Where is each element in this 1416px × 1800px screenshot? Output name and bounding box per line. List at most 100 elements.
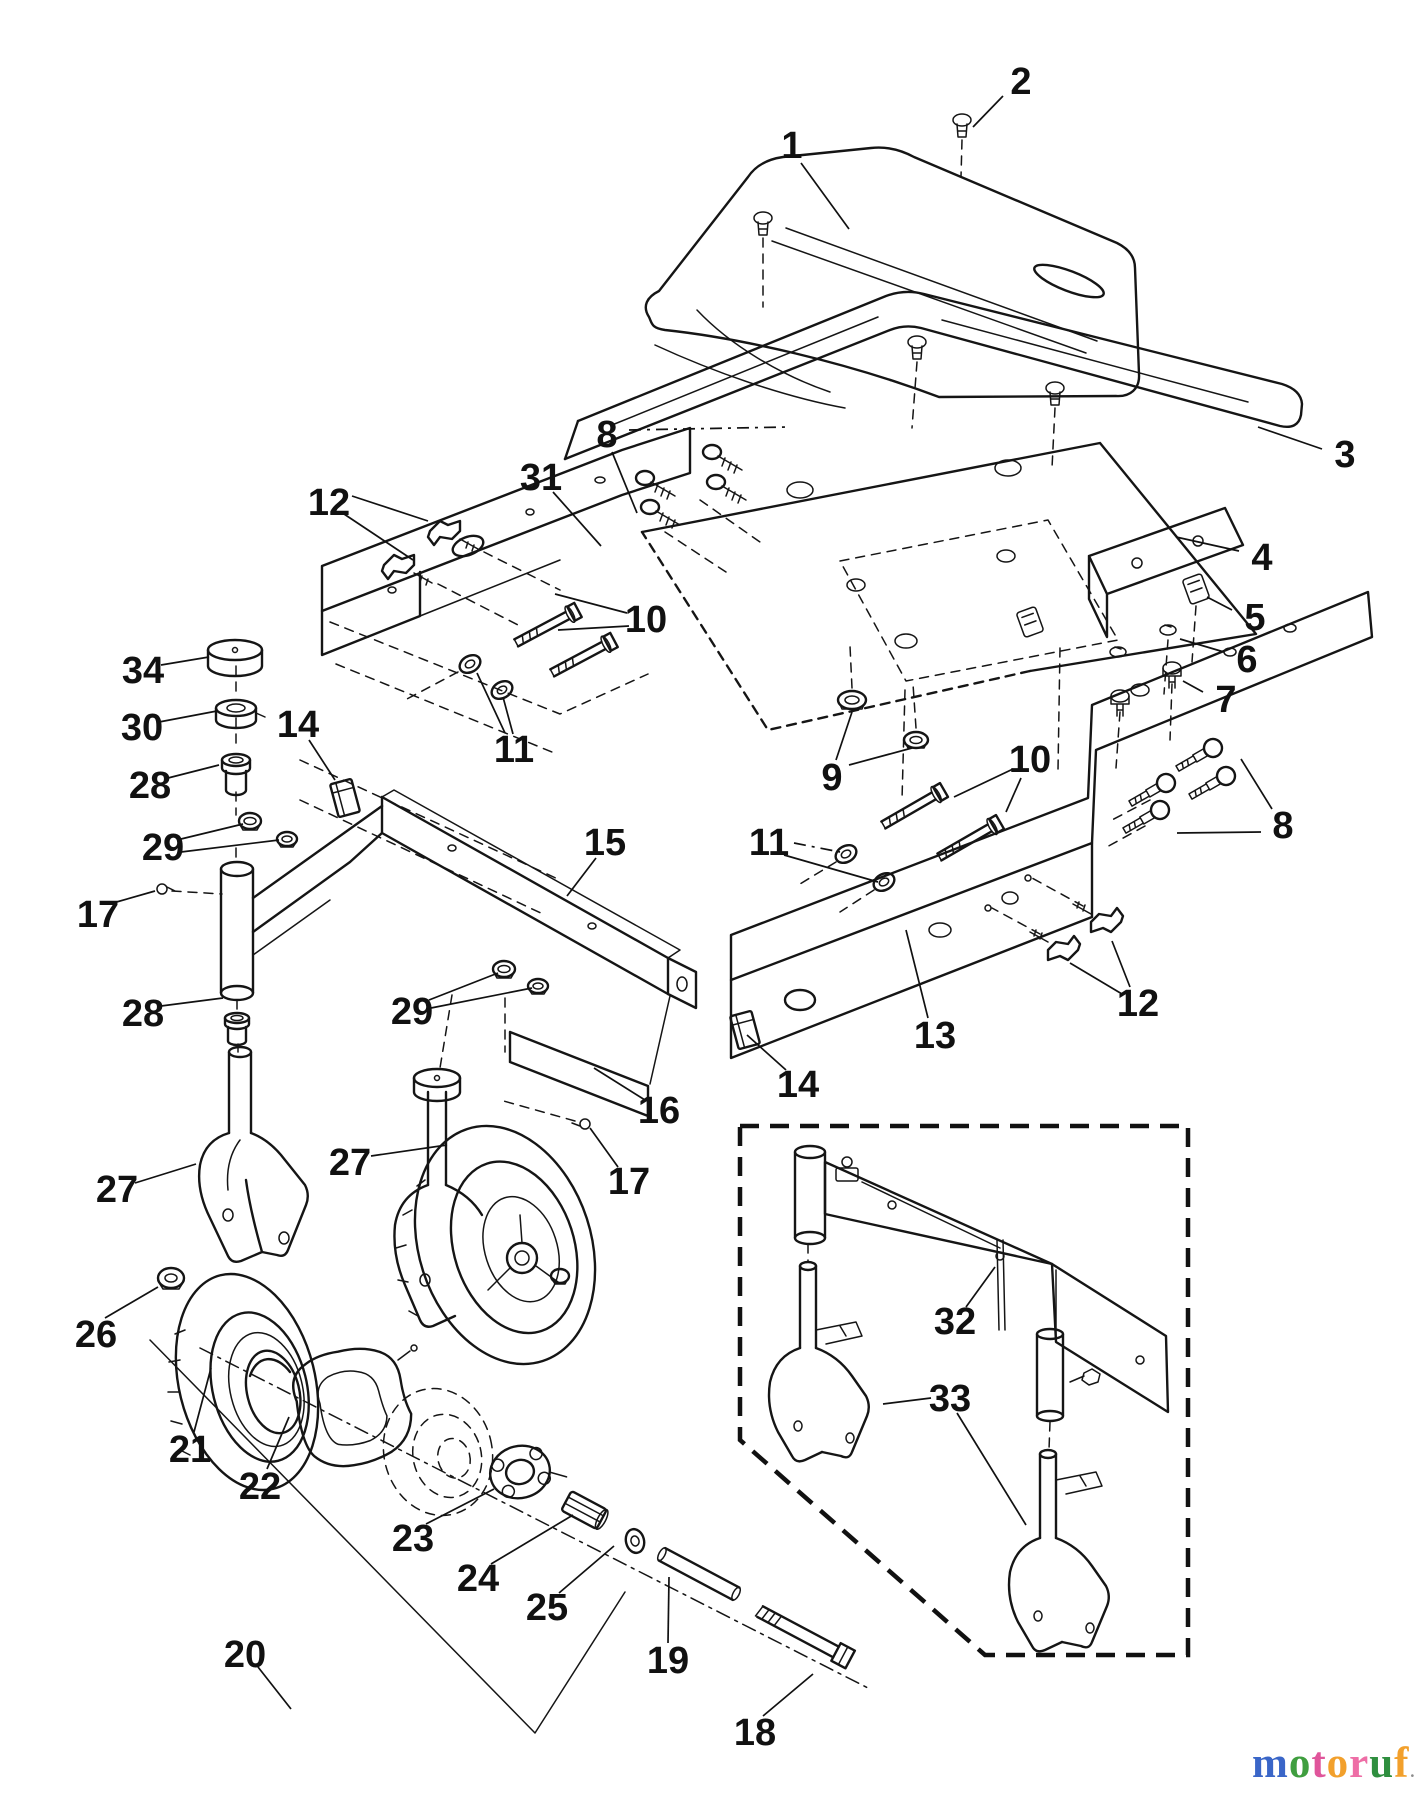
flange-nuts-art — [836, 645, 930, 750]
part-callout-30: 30 — [121, 707, 163, 749]
part-callout-17: 17 — [608, 1161, 650, 1203]
callout-leader-line — [430, 987, 533, 1009]
callout-leader-line — [667, 1576, 670, 1644]
callout-leader-line — [1176, 831, 1262, 834]
callout-leader-line — [425, 1488, 495, 1525]
logo-letter: u — [1369, 1740, 1395, 1787]
callout-leader-line — [160, 656, 210, 666]
part-callout-1: 1 — [781, 125, 802, 167]
part-callout-9: 9 — [821, 757, 842, 799]
callout-leader-line — [956, 1412, 1027, 1526]
part-callout-32: 32 — [934, 1301, 976, 1343]
callout-leader-line — [972, 95, 1004, 128]
callout-leader-line — [266, 1416, 290, 1470]
part-callout-17: 17 — [77, 894, 119, 936]
part-callout-12: 12 — [308, 482, 350, 524]
part-callout-20: 20 — [224, 1634, 266, 1676]
part-callout-16: 16 — [638, 1090, 680, 1132]
callout-leader-line — [502, 696, 514, 735]
hood-screws-art — [753, 113, 1065, 469]
logo-letter: m — [1252, 1740, 1289, 1787]
callout-leader-line — [160, 997, 224, 1007]
part-callout-29: 29 — [391, 991, 433, 1033]
part-callout-4: 4 — [1251, 537, 1272, 579]
part-callout-21: 21 — [169, 1429, 211, 1471]
callout-leader-line — [554, 593, 628, 614]
callout-leader-line — [762, 1673, 814, 1717]
callout-leader-line — [848, 747, 913, 766]
callout-leader-line — [557, 625, 630, 631]
callout-leader-line — [180, 823, 244, 840]
callout-leader-line — [628, 426, 789, 431]
callout-leader-line — [558, 1545, 615, 1594]
callout-leader-line — [800, 162, 850, 230]
callout-leader-line — [1257, 426, 1323, 450]
part-callout-27: 27 — [329, 1142, 371, 1184]
callout-leader-line — [370, 1144, 448, 1157]
callout-leader-line — [104, 1286, 159, 1319]
part-callout-3: 3 — [1334, 434, 1355, 476]
motoruf-watermark-logo: motoruf.de — [1252, 1742, 1416, 1785]
logo-letter: f — [1394, 1740, 1410, 1787]
logo-letter: o — [1326, 1740, 1350, 1787]
callout-leader-line — [193, 1367, 212, 1433]
inset-dashed-border — [737, 1123, 1191, 1658]
deck-art — [640, 441, 1258, 801]
motoruf-domain-suffix: .de — [1409, 1757, 1416, 1782]
callout-leader-line — [965, 1266, 996, 1308]
part-callout-25: 25 — [526, 1587, 568, 1629]
logo-letter: o — [1288, 1740, 1312, 1787]
callout-leader-line — [566, 857, 597, 897]
callout-leader-line — [1175, 536, 1240, 552]
callout-leader-line — [589, 1127, 619, 1168]
callout-leader-line — [1005, 777, 1022, 813]
callout-leader-line — [1111, 940, 1131, 988]
callout-leader-line — [490, 1514, 574, 1565]
part-callout-34: 34 — [122, 650, 164, 692]
inset-assembly-art — [737, 1123, 1191, 1658]
callout-leader-line — [351, 495, 429, 522]
callout-leader-line — [552, 491, 602, 547]
part-callout-12: 12 — [1117, 983, 1159, 1025]
logo-letter: t — [1311, 1740, 1327, 1787]
callout-leader-line — [343, 513, 414, 561]
part-callout-18: 18 — [734, 1712, 776, 1754]
callout-leader-line — [1240, 758, 1273, 810]
part-callout-28: 28 — [122, 993, 164, 1035]
spindle-stack-art — [156, 638, 361, 895]
callout-leader-line — [882, 1397, 932, 1405]
callout-leader-line — [783, 854, 879, 883]
part-callout-14: 14 — [277, 704, 319, 746]
logo-letter: r — [1349, 1740, 1370, 1787]
part-callout-5: 5 — [1244, 597, 1265, 639]
callout-layer: 1234567889101011111212131414151617171819… — [75, 61, 1356, 1754]
motoruf-wordmark: motoruf — [1252, 1740, 1410, 1787]
wheel-exploded-art — [149, 1266, 869, 1734]
part-callout-27: 27 — [96, 1169, 138, 1211]
part-callout-24: 24 — [457, 1558, 499, 1600]
callout-leader-line — [593, 1067, 646, 1101]
part-callout-13: 13 — [914, 1015, 956, 1057]
diagram-line-art — [149, 113, 1374, 1734]
callout-leader-line — [112, 890, 156, 904]
part-callout-33: 33 — [929, 1378, 971, 1420]
callout-leader-line — [835, 711, 853, 761]
part-callout-23: 23 — [392, 1518, 434, 1560]
callout-leader-line — [1069, 962, 1123, 995]
part-callout-10: 10 — [1009, 739, 1051, 781]
callout-leader-line — [1182, 680, 1204, 693]
part-callout-31: 31 — [520, 457, 562, 499]
callout-leader-line — [1179, 638, 1225, 653]
callout-leader-line — [428, 972, 499, 1001]
part-callout-22: 22 — [239, 1466, 281, 1508]
left-caster-art — [197, 999, 309, 1264]
part-callout-15: 15 — [584, 822, 626, 864]
part-callout-2: 2 — [1010, 61, 1031, 103]
left-bracket-art — [320, 426, 761, 753]
part-callout-29: 29 — [142, 827, 184, 869]
callout-leader-line — [793, 842, 841, 853]
callout-leader-line — [611, 451, 638, 514]
part-callout-26: 26 — [75, 1314, 117, 1356]
